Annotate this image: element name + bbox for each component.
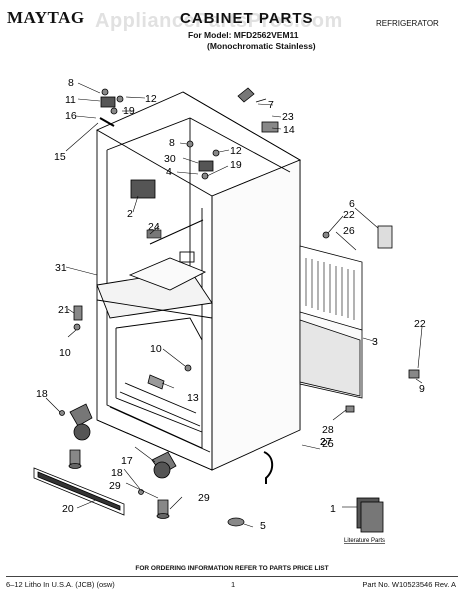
page-number: 1 [231, 580, 236, 589]
callout-27: 27 [320, 436, 332, 448]
callout-22: 22 [343, 209, 355, 221]
top-hinge-left [99, 88, 124, 127]
footer-divider [6, 576, 458, 577]
callout-5: 5 [260, 520, 266, 532]
callout-12: 12 [145, 93, 157, 105]
callout-18: 18 [36, 388, 48, 400]
callout-8: 8 [68, 77, 74, 89]
category-label: REFRIGERATOR [376, 19, 439, 28]
callout-28: 28 [322, 424, 334, 436]
callout-11: 11 [65, 94, 76, 106]
callout-15: 15 [54, 151, 66, 163]
callout-13: 13 [187, 392, 199, 404]
rear-panel [299, 225, 393, 399]
callout-31: 31 [55, 262, 67, 274]
literature-label: Literature Parts [344, 538, 385, 544]
cabinet-side-right [211, 159, 301, 471]
roller-left [59, 403, 93, 469]
callout-18: 18 [111, 467, 123, 479]
callout-27: 27 [320, 436, 332, 448]
callout-19: 19 [230, 159, 242, 171]
callout-7: 7 [268, 99, 274, 111]
roller-right [138, 451, 177, 519]
callout-8: 8 [169, 137, 175, 149]
callout-19: 19 [123, 105, 135, 117]
watermark: AppliancePartsPros.com [95, 10, 343, 32]
callout-9: 9 [419, 383, 425, 395]
litho-info: 6–12 Litho In U.S.A. (JCB) (osw) [6, 580, 115, 589]
ordering-note: FOR ORDERING INFORMATION REFER TO PARTS … [135, 565, 329, 572]
callout-22: 22 [414, 318, 426, 330]
callout-12: 12 [230, 145, 242, 157]
callout-16: 16 [65, 110, 77, 122]
callout-26: 26 [343, 225, 355, 237]
callout-25: 25 [322, 438, 334, 450]
callout-30: 30 [164, 153, 176, 165]
literature-icon [356, 497, 384, 533]
callout-6: 6 [349, 198, 355, 210]
part-number: Part No. W10523546 Rev. A [362, 580, 456, 589]
control-housing [130, 179, 156, 199]
callout-14: 14 [283, 124, 295, 136]
callout-numbers: 8 11 16 12 19 15 7 23 14 8 30 12 4 19 2 … [36, 77, 426, 532]
callout-21: 21 [58, 304, 70, 316]
callout-17: 17 [121, 455, 133, 467]
variant-line: (Monochromatic Stainless) [207, 41, 316, 51]
callout-29: 29 [109, 480, 121, 492]
callout-1: 1 [330, 503, 336, 515]
callout-23: 23 [282, 111, 294, 123]
model-line: For Model: MFD2562VEM11 [188, 30, 299, 40]
callout-4: 4 [166, 166, 172, 178]
brand-logo: MAYTAG [7, 8, 85, 27]
base-grille [33, 467, 125, 516]
top-hinge-right [186, 140, 220, 180]
callout-20: 20 [62, 503, 74, 515]
callout-2: 2 [127, 208, 133, 220]
callout-3: 3 [372, 336, 378, 348]
page-title: CABINET PARTS [180, 10, 314, 27]
callout-10: 10 [59, 347, 71, 359]
callout-10: 10 [150, 343, 162, 355]
callout-24: 24 [148, 221, 160, 233]
callout-29: 29 [198, 492, 210, 504]
